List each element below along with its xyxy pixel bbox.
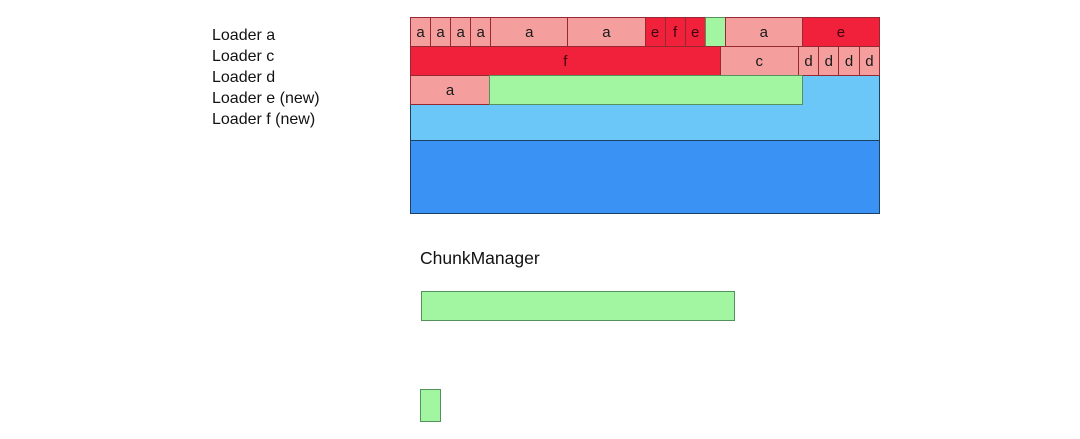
chunk-manager-bar-large <box>421 291 735 321</box>
chunk-block-a: a <box>724 17 803 47</box>
chunk-block-a: a <box>450 17 472 47</box>
chunk-manager-title: ChunkManager <box>420 248 540 268</box>
chunk-block-c: c <box>719 46 799 76</box>
loader-label-f-new: Loader f (new) <box>212 111 316 128</box>
chunk-block-e: e <box>644 17 666 47</box>
chunk-block-e: e <box>801 17 881 47</box>
buffer-band-dark <box>410 140 880 214</box>
chunk-manager-bar-small <box>420 389 441 422</box>
buffer-band-light: a <box>410 75 880 141</box>
chunk-block-d: d <box>797 46 820 76</box>
chunk-block-d: d <box>838 46 860 76</box>
loader-label-c: Loader c <box>212 48 275 65</box>
loader-list: Loader a Loader c Loader d Loader e (new… <box>212 25 320 130</box>
loader-label-d: Loader d <box>212 69 276 86</box>
chunk-block-d: d <box>818 46 840 76</box>
chunk-block <box>489 75 803 105</box>
chunk-block-a: a <box>490 17 569 47</box>
chunk-block-a: a <box>410 75 490 105</box>
loader-row-3: a <box>410 75 880 105</box>
band-spacer <box>802 75 880 105</box>
chunk-block-a: a <box>470 17 492 47</box>
chunk-block-e: e <box>684 17 706 47</box>
chunk-block-d: d <box>858 46 881 76</box>
chunk-block-a: a <box>410 17 432 47</box>
chunk-block <box>704 17 726 47</box>
loader-label-a: Loader a <box>212 27 276 44</box>
chunk-block-a: a <box>567 17 646 47</box>
chunk-block-f: f <box>410 46 721 76</box>
chunk-block-f: f <box>664 17 686 47</box>
chunk-block-a: a <box>430 17 452 47</box>
loader-label-e-new: Loader e (new) <box>212 90 320 107</box>
